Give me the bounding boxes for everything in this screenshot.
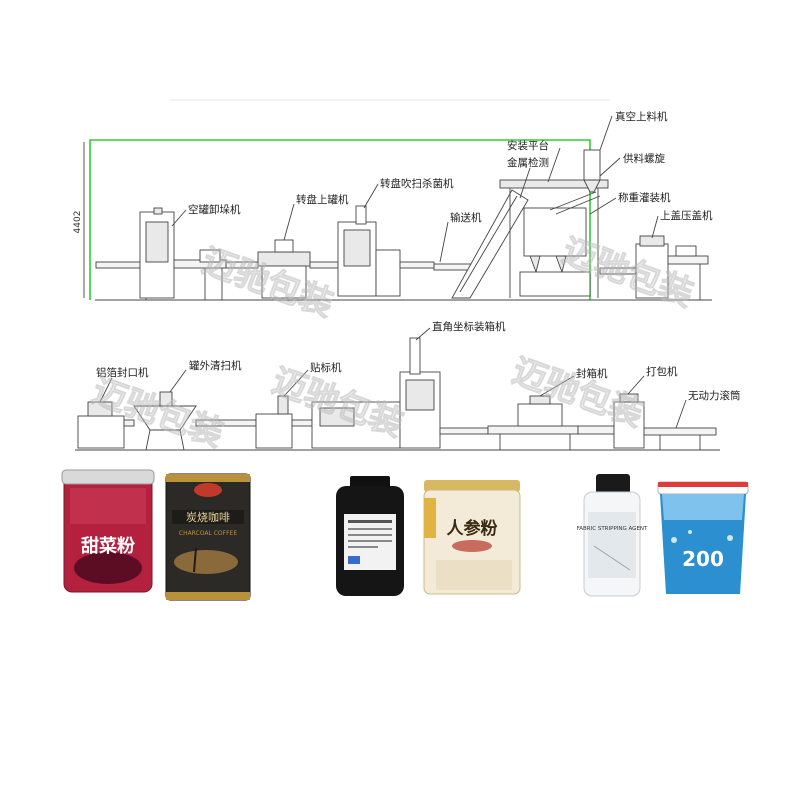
capper-machine: [599, 235, 709, 300]
elevator-and-platform: [451, 179, 609, 299]
line2-labels: 直角坐标装箱机 铝箔封口机 罐外清扫机 贴标机 封箱机 打包机 无动力滚筒: [96, 320, 741, 429]
ginseng-label: 人参粉: [447, 518, 498, 539]
bucket-number: 200: [682, 547, 724, 571]
filling-line: 4402: [73, 110, 713, 301]
label-weigh-filler: 称重灌装机: [618, 191, 671, 204]
turntable-can-loader-machine: [225, 239, 311, 299]
label-foil-sealer: 铝箔封口机: [96, 366, 149, 379]
packing-line: 直角坐标装箱机 铝箔封口机 罐外清扫机 贴标机 封箱机 打包机 无动力滚筒: [75, 320, 741, 451]
line1-labels: 真空上料机 安装平台 供料螺旋 金属检测 转盘吹扫杀菌机 空罐卸垛机 转盘上罐机…: [171, 110, 713, 263]
label-strapper: 打包机: [646, 365, 678, 378]
product-white-bottle: FABRIC STRIPPING AGENT: [577, 474, 648, 597]
beet-powder-label: 甜菜粉: [81, 535, 135, 557]
label-feed-screw: 供料螺旋: [623, 152, 665, 165]
label-install-platform: 安装平台: [507, 139, 549, 152]
product-coffee-can: 炭烧咖啡 CHARCOAL COFFEE: [165, 473, 251, 601]
label-sterilizer: 转盘吹扫杀菌机: [380, 177, 454, 190]
product-bucket: 200: [657, 481, 749, 594]
product-ginseng-jar: 人参粉: [423, 480, 521, 595]
labeler-machine: [255, 395, 313, 449]
label-can-cleaner: 罐外清扫机: [189, 359, 242, 372]
height-envelope-frame: [89, 139, 591, 300]
label-conveyor: 输送机: [450, 211, 482, 224]
label-vacuum-loader: 真空上料机: [615, 110, 668, 123]
product-black-bottle: [336, 476, 404, 596]
label-labeler: 贴标机: [310, 361, 342, 374]
foil-sealer-machine: [77, 401, 135, 449]
bottle-label: FABRIC STRIPPING AGENT: [577, 526, 648, 532]
watermark: 迈驰包装: [557, 231, 698, 315]
depalletizer-machine: [95, 207, 227, 300]
label-case-sealer: 封箱机: [576, 367, 608, 380]
label-turntable-can-loader: 转盘上罐机: [296, 193, 349, 206]
vacuum-loader-and-screw: [549, 149, 601, 215]
products-row: 甜菜粉 炭烧咖啡 CHARCOAL COFFEE: [61, 469, 749, 601]
label-cartesian-packer: 直角坐标装箱机: [432, 320, 506, 333]
label-roller-conveyor: 无动力滚筒: [688, 389, 741, 402]
label-metal-detection: 金属检测: [507, 156, 549, 169]
dimension-label: 4402: [73, 211, 83, 234]
case-sealer-machine: [487, 395, 579, 450]
sterilizer-machine: [309, 205, 435, 297]
strapper-machine: [577, 393, 645, 449]
coffee-label: 炭烧咖啡: [186, 510, 230, 524]
cartesian-packer-machine: [311, 337, 489, 449]
product-beet-powder-jar: 甜菜粉: [61, 469, 155, 593]
roller-conveyor: [643, 427, 717, 450]
label-empty-can-dryer: 空罐卸垛机: [188, 203, 241, 216]
coffee-sublabel: CHARCOAL COFFEE: [179, 530, 237, 537]
label-capper: 上盖压盖机: [660, 209, 713, 222]
